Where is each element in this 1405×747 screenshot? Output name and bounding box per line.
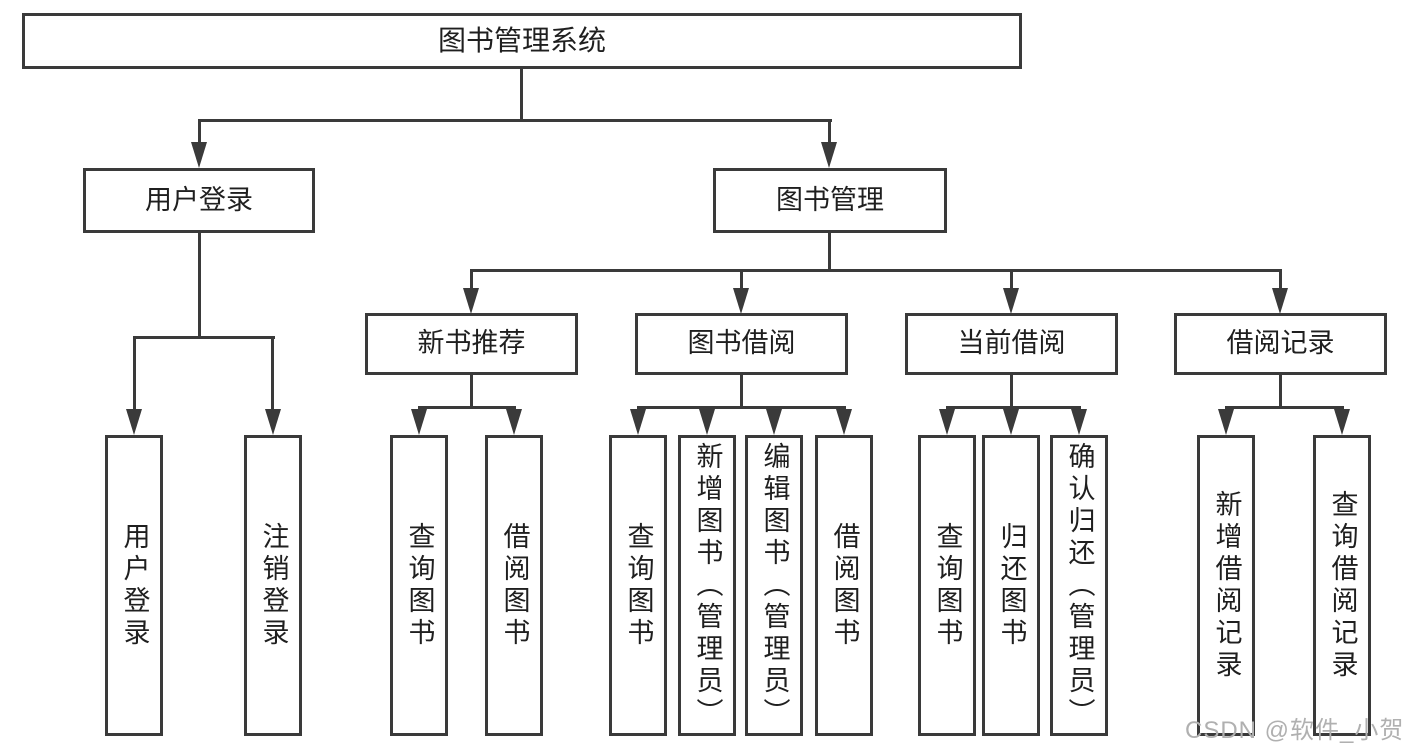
arrow-down-icon xyxy=(1071,409,1087,435)
arrow-down-icon xyxy=(411,409,427,435)
connector-currentborrow-rail xyxy=(946,406,1081,409)
connector-userlogin-drop xyxy=(271,336,274,411)
leaf-edit-book-admin: 编辑图书（管理员） xyxy=(745,435,803,736)
connector-root-stem xyxy=(520,69,523,120)
leaf-query-books-borrow: 查询图书 xyxy=(609,435,667,736)
connector-bookmgmt-drop xyxy=(1279,269,1282,291)
arrow-down-icon xyxy=(1003,288,1019,314)
connector-userlogin-stem xyxy=(198,233,201,337)
connector-borrowrecords-stem xyxy=(1279,375,1282,408)
leaf-user-login: 用户登录 xyxy=(105,435,163,736)
leaf-query-borrow-record: 查询借阅记录 xyxy=(1313,435,1371,736)
arrow-down-icon xyxy=(1218,409,1234,435)
leaf-borrow-books: 借阅图书 xyxy=(815,435,873,736)
arrow-down-icon xyxy=(126,409,142,435)
connector-bookmgmt-drop xyxy=(740,269,743,291)
leaf-add-borrow-record: 新增借阅记录 xyxy=(1197,435,1255,736)
leaf-borrow-books-recommend: 借阅图书 xyxy=(485,435,543,736)
arrow-down-icon xyxy=(766,409,782,435)
arrow-down-icon xyxy=(630,409,646,435)
connector-bookmgmt-stem xyxy=(828,233,831,271)
arrow-down-icon xyxy=(463,288,479,314)
leaf-logout: 注销登录 xyxy=(244,435,302,736)
arrow-down-icon xyxy=(821,142,837,168)
leaf-query-books-recommend: 查询图书 xyxy=(390,435,448,736)
connector-bookborrow-rail xyxy=(637,406,846,409)
arrow-down-icon xyxy=(939,409,955,435)
connector-root-drop-right xyxy=(828,119,831,146)
node-book-borrow: 图书借阅 xyxy=(635,313,848,375)
connector-bookmgmt-drop xyxy=(1010,269,1013,291)
node-root: 图书管理系统 xyxy=(22,13,1022,69)
connector-currentborrow-stem xyxy=(1010,375,1013,408)
connector-bookmgmt-rail xyxy=(470,269,1282,272)
arrow-down-icon xyxy=(699,409,715,435)
leaf-add-book-admin: 新增图书（管理员） xyxy=(678,435,736,736)
arrow-down-icon xyxy=(1334,409,1350,435)
connector-root-drop-left xyxy=(198,119,201,146)
connector-userlogin-drop xyxy=(133,336,136,411)
connector-newbook-stem xyxy=(470,375,473,408)
connector-bookmgmt-drop xyxy=(470,269,473,291)
arrow-down-icon xyxy=(191,142,207,168)
node-borrow-records: 借阅记录 xyxy=(1174,313,1387,375)
node-current-borrow: 当前借阅 xyxy=(905,313,1118,375)
connector-newbook-rail xyxy=(418,406,516,409)
connector-bookborrow-stem xyxy=(740,375,743,408)
connector-userlogin-rail xyxy=(133,336,275,339)
leaf-confirm-return-admin: 确认归还（管理员） xyxy=(1050,435,1108,736)
arrow-down-icon xyxy=(1272,288,1288,314)
node-user-login: 用户登录 xyxy=(83,168,315,233)
node-new-book-recommend: 新书推荐 xyxy=(365,313,578,375)
arrow-down-icon xyxy=(265,409,281,435)
arrow-down-icon xyxy=(836,409,852,435)
leaf-return-book: 归还图书 xyxy=(982,435,1040,736)
connector-borrowrecords-rail xyxy=(1225,406,1344,409)
arrow-down-icon xyxy=(733,288,749,314)
arrow-down-icon xyxy=(506,409,522,435)
connector-root-rail xyxy=(198,119,832,122)
node-book-management: 图书管理 xyxy=(713,168,947,233)
arrow-down-icon xyxy=(1003,409,1019,435)
leaf-query-books-current: 查询图书 xyxy=(918,435,976,736)
csdn-watermark: CSDN @软件_小贺同学 xyxy=(1185,717,1405,744)
